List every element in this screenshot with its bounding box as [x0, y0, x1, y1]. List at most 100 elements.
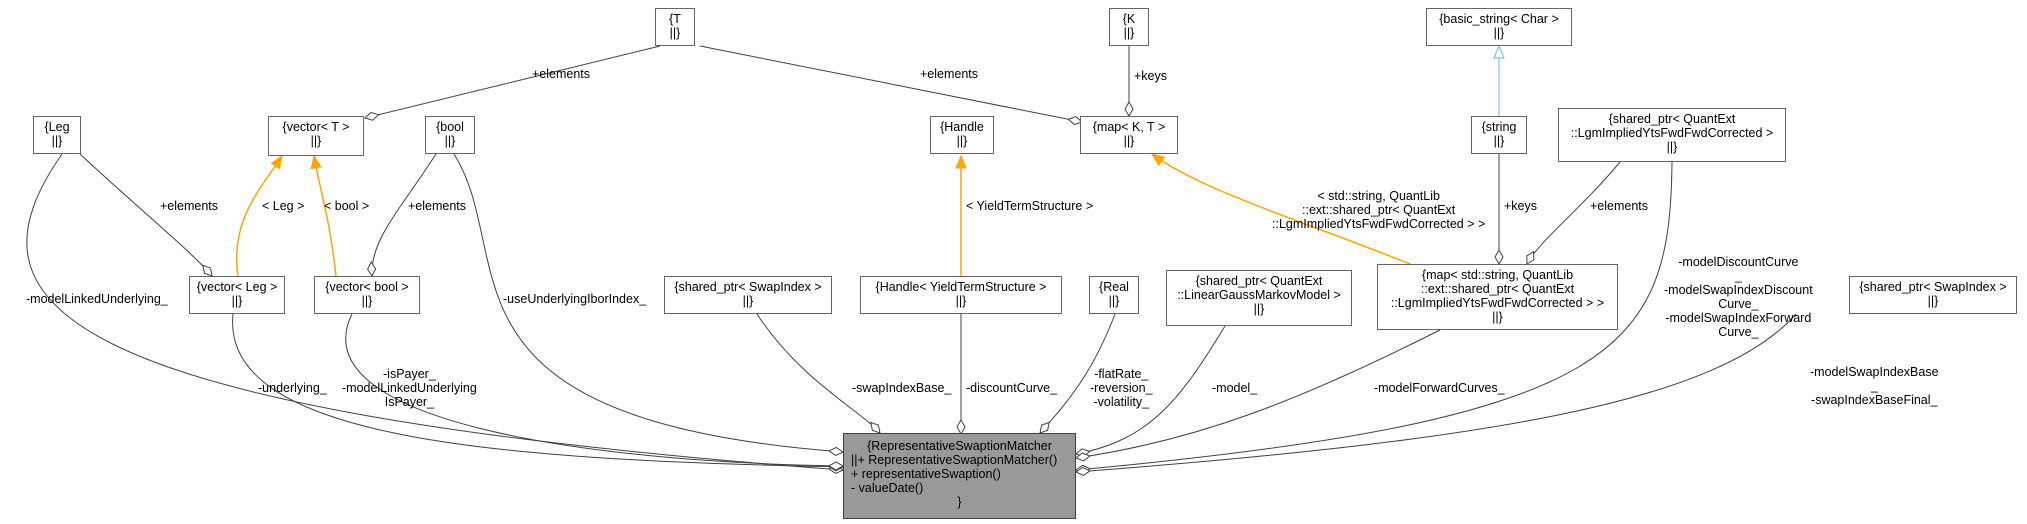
- label-lgm-map: +elements: [1590, 199, 1648, 213]
- label-map-kt-map-1: ::ext::shared_ptr< QuantExt: [1302, 203, 1456, 217]
- edge-swapindex1-matcher: [756, 313, 881, 434]
- node-map-string-lgm[interactable]: {map< std::string, QuantLib ::ext::share…: [1377, 264, 1618, 330]
- label-vector-t-leg-0: < Leg >: [262, 199, 305, 213]
- node-k-line-0: {K: [1122, 12, 1136, 26]
- label-real-matcher-0: -flatRate_: [1094, 367, 1149, 381]
- label-t-map: +elements: [920, 67, 978, 81]
- node-basic-string[interactable]: {basic_string< Char > ||}: [1426, 8, 1572, 46]
- node-shared-ptr-swapindex-1-line-1: ||}: [742, 294, 754, 308]
- node-vector-bool-line-1: ||}: [361, 294, 373, 308]
- label-map-matcher-0: -modelForwardCurves_: [1374, 381, 1505, 395]
- node-shared-ptr-lgm[interactable]: {shared_ptr< QuantExt ::LgmImpliedYtsFwd…: [1558, 108, 1786, 162]
- label-leg-vector-0: +elements: [160, 199, 219, 213]
- node-leg[interactable]: {Leg ||}: [33, 116, 81, 154]
- node-vector-t-line-1: ||}: [310, 134, 322, 148]
- node-handle-line-0: {Handle: [940, 120, 984, 134]
- label-t-map-0: +elements: [920, 67, 979, 81]
- label-real-matcher-2: -volatility_: [1093, 395, 1150, 409]
- node-map-kt-line-1: ||}: [1123, 134, 1135, 148]
- node-vector-leg[interactable]: {vector< Leg > ||}: [189, 276, 285, 314]
- edge-vector-bool-matcher: [345, 313, 845, 471]
- edge-bool-vector: [367, 153, 437, 278]
- label-k-map: +keys: [1134, 69, 1167, 83]
- node-shared-ptr-lgmm[interactable]: {shared_ptr< QuantExt ::LinearGaussMarko…: [1166, 270, 1352, 326]
- edge-lgmm-matcher: [1075, 325, 1226, 458]
- label-t-vector: +elements: [532, 67, 590, 81]
- node-shared-ptr-lgm-line-0: {shared_ptr< QuantExt: [1608, 112, 1736, 126]
- label-t-vector-0: +elements: [532, 67, 591, 81]
- node-string-line-1: ||}: [1493, 134, 1505, 148]
- node-real[interactable]: {Real ||}: [1089, 276, 1139, 314]
- node-shared-ptr-lgm-line-1: ::LgmImpliedYtsFwdFwdCorrected >: [1570, 126, 1774, 140]
- label-vector-leg-matcher-0: -underlying_: [258, 381, 327, 395]
- node-k-line-1: ||}: [1123, 26, 1135, 40]
- node-real-line-0: {Real: [1099, 280, 1129, 294]
- node-map-string-lgm-line-3: ||}: [1492, 310, 1503, 324]
- label-lgm-matcher-4: -modelSwapIndexForward: [1665, 311, 1812, 325]
- node-handle-yts-line-1: ||}: [955, 294, 967, 308]
- label-swapindex1-matcher-0: -swapIndexBase_: [852, 381, 952, 395]
- edge-vector-t-leg: [236, 156, 282, 277]
- label-lgmm-matcher: -model_: [1212, 381, 1257, 395]
- label-bool-vector: +elements: [408, 199, 466, 213]
- node-vector-t-line-0: {vector< T >: [282, 120, 350, 134]
- node-handle-yts[interactable]: {Handle< YieldTermStructure > ||}: [860, 276, 1062, 314]
- node-string-line-0: {string: [1481, 120, 1517, 134]
- label-vector-t-bool-0: < bool >: [324, 199, 370, 213]
- label-vector-leg-matcher: -underlying_: [258, 381, 327, 395]
- edge-t-vector: [364, 45, 661, 121]
- node-leg-line-1: ||}: [51, 134, 63, 148]
- matcher-line-1: ||+ RepresentativeSwaptionMatcher(): [851, 453, 1058, 467]
- node-shared-ptr-swapindex-2[interactable]: {shared_ptr< SwapIndex > ||}: [1849, 276, 2017, 314]
- node-vector-bool[interactable]: {vector< bool > ||}: [314, 276, 420, 314]
- node-handle-yts-line-0: {Handle< YieldTermStructure >: [875, 280, 1047, 294]
- label-swapindex1-matcher: -swapIndexBase_: [852, 381, 951, 395]
- matcher-line-4: }: [957, 495, 962, 509]
- label-vector-t-leg: < Leg >: [262, 199, 304, 213]
- node-real-line-1: ||}: [1108, 294, 1120, 308]
- edge-map-kt-map: [1152, 154, 1411, 265]
- edge-lgm-map: [1526, 161, 1621, 265]
- node-leg-line-0: {Leg: [44, 120, 70, 134]
- label-real-matcher-1: -reversion_: [1090, 381, 1153, 395]
- node-t-line-1: ||}: [669, 26, 681, 40]
- node-representative-swaption-matcher[interactable]: {RepresentativeSwaptionMatcher ||+ Repre…: [843, 433, 1076, 519]
- label-lgm-matcher-5: Curve_: [1718, 325, 1759, 339]
- node-k[interactable]: {K ||}: [1109, 8, 1149, 46]
- edge-vector-t-bool: [314, 156, 337, 277]
- label-leg-matcher-0: -modelLinkedUnderlying_: [26, 292, 168, 306]
- label-map-kt-map-0: < std::string, QuantLib: [1317, 189, 1440, 203]
- node-handle[interactable]: {Handle ||}: [930, 116, 994, 154]
- label-vector-t-bool: < bool >: [324, 199, 369, 213]
- label-bool-vector-0: +elements: [408, 199, 467, 213]
- label-bool-matcher: -useUnderlyingIborIndex_: [503, 292, 646, 306]
- edge-t-map: [699, 45, 1083, 126]
- edge-lgm-matcher: [1074, 161, 1673, 474]
- label-k-map-0: +keys: [1134, 69, 1168, 83]
- edge-swapindex2-matcher: [1074, 313, 1797, 477]
- edge-vector-leg-matcher: [232, 313, 845, 472]
- node-map-string-lgm-line-0: {map< std::string, QuantLib: [1421, 268, 1574, 282]
- label-lgm-matcher-1: _: [1734, 269, 1742, 283]
- label-bool-matcher-0: -useUnderlyingIborIndex_: [503, 292, 647, 306]
- label-swapindex2-matcher-2: -swapIndexBaseFinal_: [1811, 393, 1938, 407]
- node-bool-line-0: {bool: [436, 120, 464, 134]
- node-shared-ptr-lgmm-line-0: {shared_ptr< QuantExt: [1195, 274, 1323, 288]
- node-basic-string-line-1: ||}: [1493, 26, 1505, 40]
- node-map-kt-line-0: {map< K, T >: [1092, 120, 1166, 134]
- node-string[interactable]: {string ||}: [1471, 116, 1527, 154]
- label-lgm-matcher-0: -modelDiscountCurve: [1678, 255, 1799, 269]
- label-vector-bool-matcher-0: -isPayer_: [383, 367, 436, 381]
- node-map-kt[interactable]: {map< K, T > ||}: [1080, 116, 1178, 154]
- label-swapindex2-matcher: -modelSwapIndexBase _ -swapIndexBaseFina…: [1810, 365, 1939, 407]
- node-vector-t[interactable]: {vector< T > ||}: [268, 116, 364, 156]
- node-bool[interactable]: {bool ||}: [425, 116, 475, 154]
- node-shared-ptr-swapindex-1[interactable]: {shared_ptr< SwapIndex > ||}: [664, 276, 832, 314]
- label-handle-yts-matcher: -discountCurve_: [966, 381, 1057, 395]
- node-basic-string-line-0: {basic_string< Char >: [1439, 12, 1559, 26]
- label-map-matcher: -modelForwardCurves_: [1374, 381, 1505, 395]
- label-vector-bool-matcher-1: -modelLinkedUnderlying: [342, 381, 477, 395]
- node-t[interactable]: {T ||}: [655, 8, 695, 46]
- label-string-map: +keys: [1504, 199, 1537, 213]
